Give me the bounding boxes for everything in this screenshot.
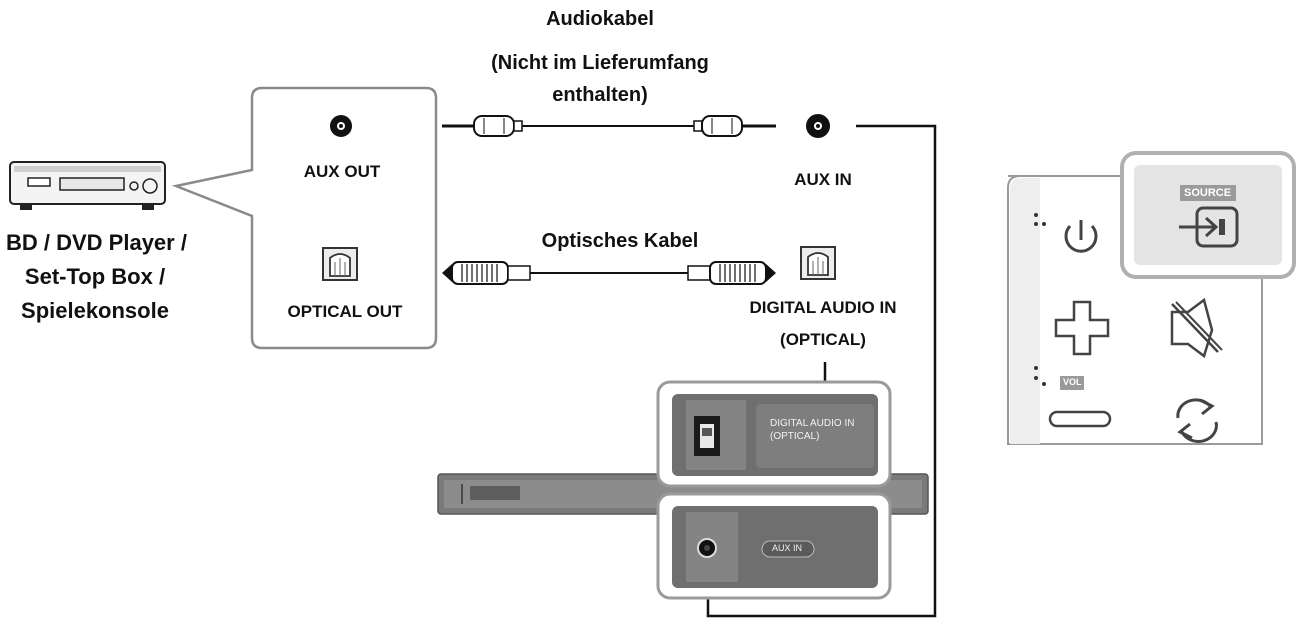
volume-down-icon	[1048, 410, 1112, 428]
panel-aux-in	[656, 492, 892, 600]
panel-digital-label-line-1: DIGITAL AUDIO IN	[770, 418, 855, 429]
repeat-icon	[1176, 398, 1218, 443]
panel-aux-label: AUX IN	[772, 543, 803, 553]
optical-cable-title: Optisches Kabel	[541, 230, 699, 252]
vol-dots-icon	[1034, 366, 1084, 390]
remote-vol-label: VOL	[1063, 377, 1082, 387]
digital-in-label-line-2: (OPTICAL)	[780, 330, 866, 349]
device-name-line-2: Set-Top Box /	[24, 264, 166, 289]
callout-box	[171, 86, 438, 350]
audio-cable-note-line-1: (Nicht im Lieferumfang	[491, 52, 709, 74]
optical-cable-icon	[442, 261, 776, 285]
aux-out-label: AUX OUT	[303, 162, 381, 181]
audio-cable-icon	[442, 115, 776, 137]
aux-in-label: AUX IN	[794, 170, 852, 189]
digital-in-port-icon	[800, 246, 836, 280]
remote-source-label: SOURCE	[1184, 187, 1232, 199]
source-button-icon	[1179, 185, 1239, 248]
panel-digital-label-line-2: (OPTICAL)	[770, 431, 820, 442]
audio-cable-note-line-2: enthalten)	[552, 84, 648, 106]
audio-cable-title: Audiokabel	[546, 8, 654, 30]
volume-up-icon	[1054, 300, 1110, 356]
power-icon	[1034, 213, 1098, 253]
device-name-line-1: BD / DVD Player /	[6, 230, 187, 255]
bd-dvd-player-icon	[9, 161, 166, 210]
aux-in-jack-icon	[806, 114, 830, 138]
digital-in-label-line-1: DIGITAL AUDIO IN	[749, 298, 897, 317]
device-name-line-3: Spielekonsole	[21, 298, 169, 323]
aux-out-jack-icon	[330, 115, 352, 137]
mute-icon	[1170, 297, 1223, 359]
panel-digital-in	[656, 380, 892, 488]
optical-out-port-icon	[322, 247, 358, 281]
optical-out-label: OPTICAL OUT	[287, 302, 403, 321]
